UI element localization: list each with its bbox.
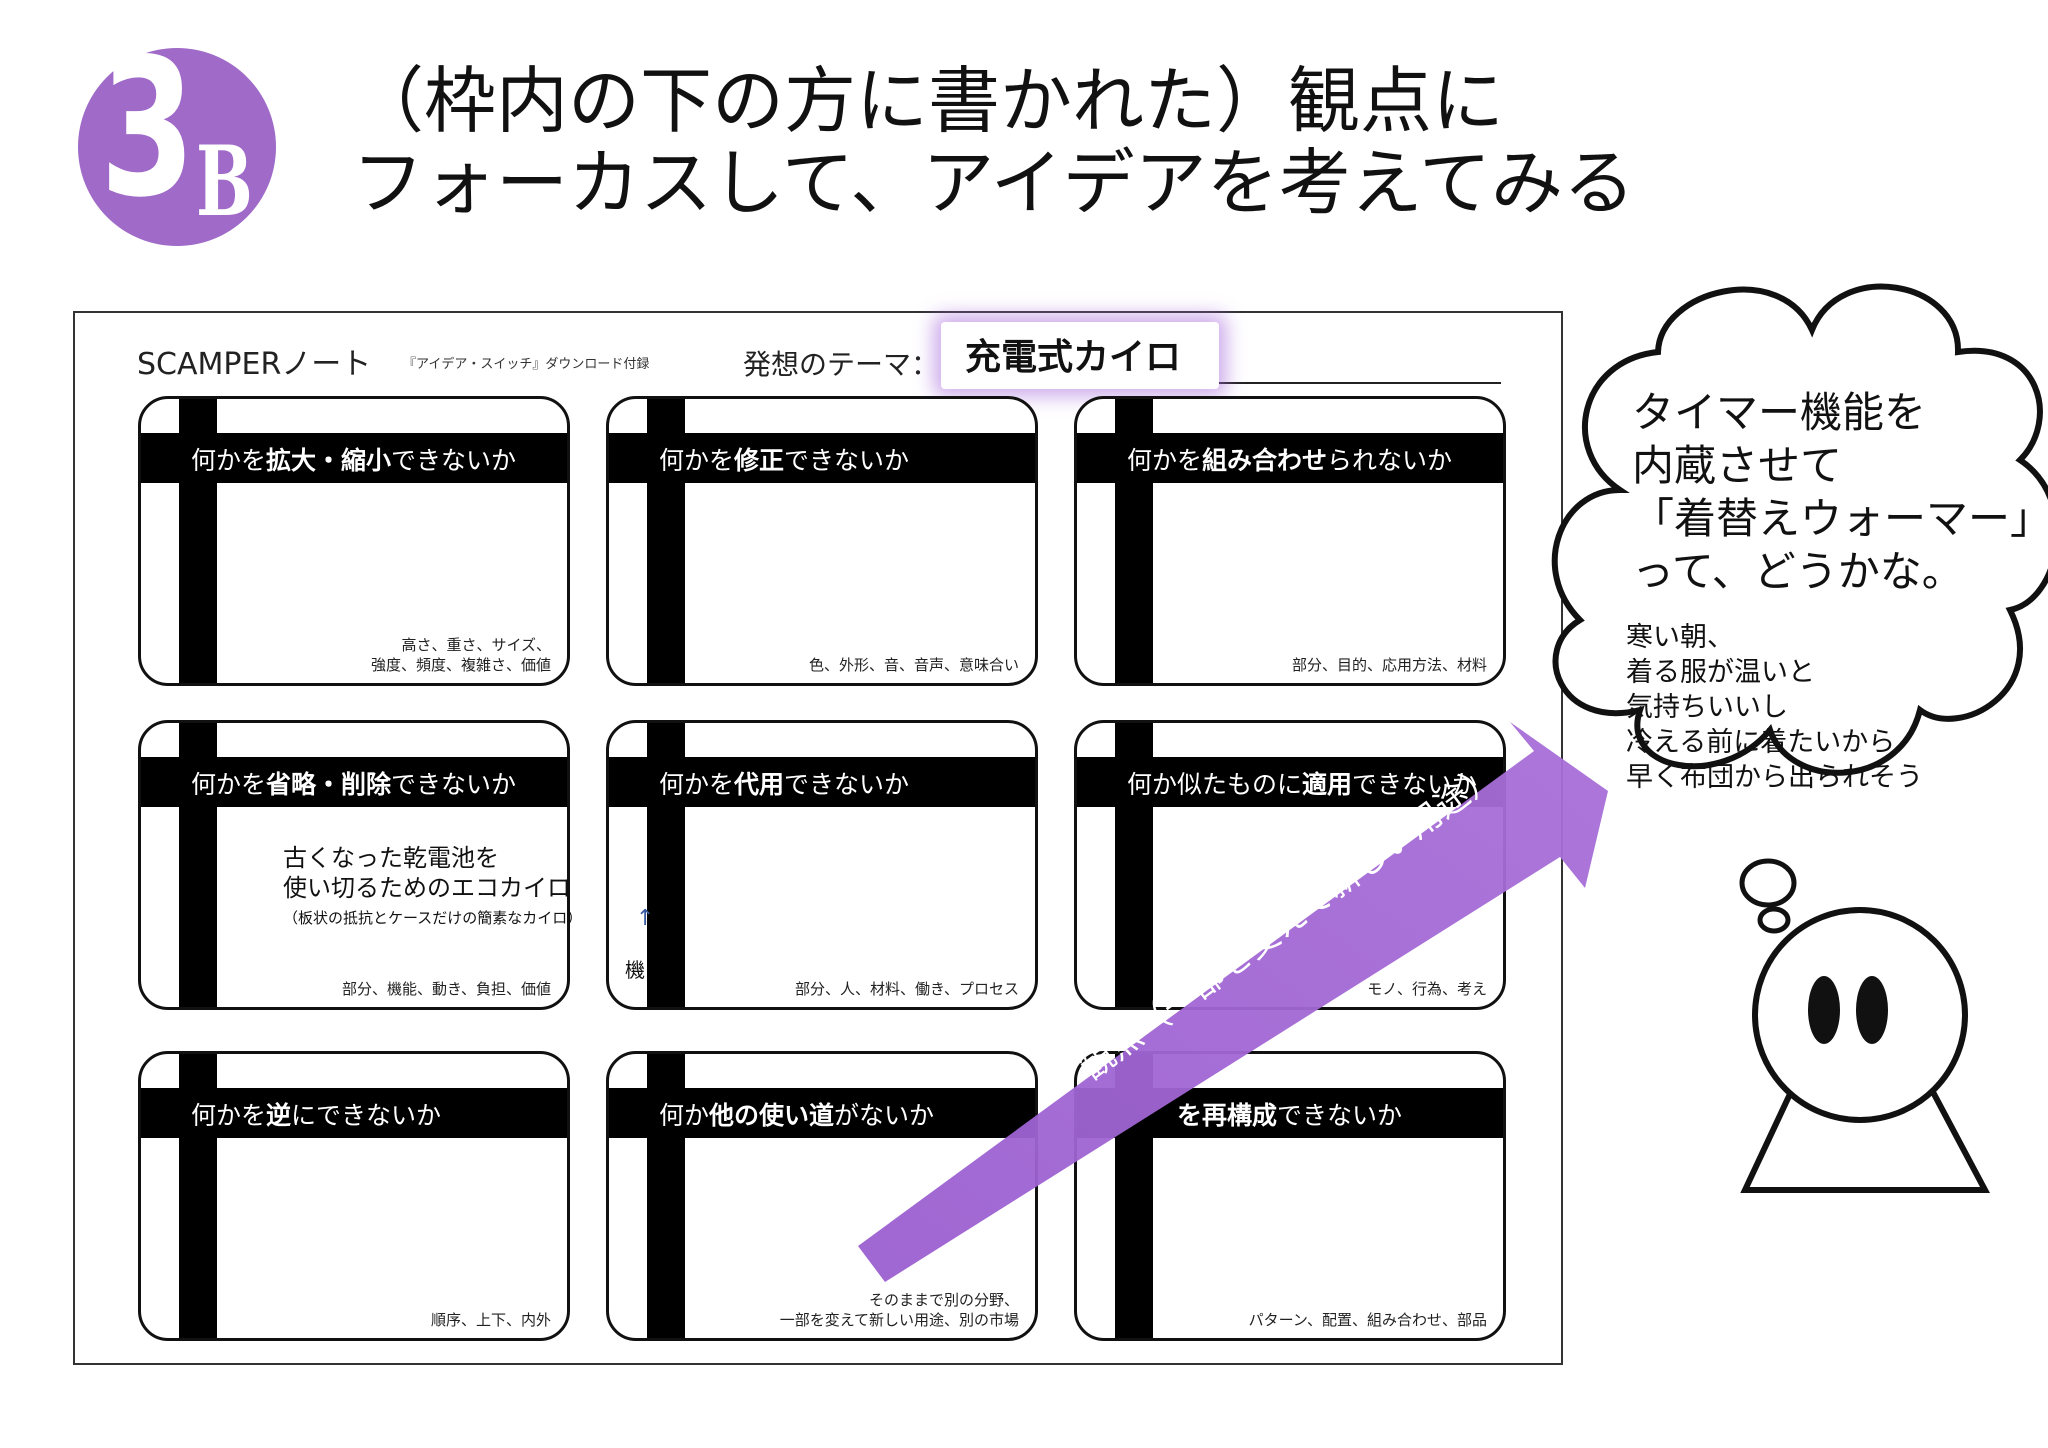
card-hint: 部分、目的、応用方法、材料 (1291, 656, 1487, 674)
card-hint: 部分、機能、動き、負担、価値 (342, 980, 551, 998)
thought-bubble (1551, 283, 2048, 1193)
bubble-sub-text: 寒い朝、 着る服が温いと 気持ちいいし 冷える前に着たいから 早く布団から出られ… (1626, 620, 1923, 795)
page-title-line1: （枠内の下の方に書かれた）観点に (352, 59, 1505, 143)
card-title: 何かを逆にできないか (191, 1101, 442, 1130)
character-left-eye (1808, 976, 1840, 1044)
theme-underline (941, 382, 1501, 384)
card-title: 何か他の使い道がないか (659, 1101, 935, 1130)
bubble-sub4: 冷える前に着たいから (1626, 727, 1896, 758)
bubble-line2: 内蔵させて (1632, 441, 1843, 490)
card-hbar (1077, 433, 1503, 483)
idea-line2: 使い切るためのエコカイロ (283, 874, 571, 902)
sheet-subtitle: 『アイデア・スイッチ』ダウンロード付録 (403, 357, 650, 372)
idea-line1: 古くなった乾電池を (283, 844, 499, 872)
idea-detail: （板状の抵抗とケースだけの簡素なカイロ） (283, 909, 583, 927)
step-badge (78, 48, 276, 246)
card-magnify: 何かを拡大・縮小できないか 高さ、重さ、サイズ、強度、頻度、複雑さ、価値 (138, 396, 570, 686)
card-put-to-other-use: 何か他の使い道がないか そのままで別の分野、一部を変えて新しい用途、別の市場 (606, 1051, 1038, 1341)
bubble-sub3: 気持ちいいし (1626, 692, 1788, 723)
cloud-outline (1551, 283, 2048, 776)
theme-label: 発想のテーマ： (743, 348, 940, 381)
card-hint: そのままで別の分野、一部を変えて新しい用途、別の市場 (779, 1291, 1019, 1329)
thought-dot-small (1757, 906, 1791, 934)
bubble-main-text: タイマー機能を 内蔵させて 「着替えウォーマー」 って、どうかな。 (1632, 386, 2048, 598)
card-reverse: 何かを逆にできないか 順序、上下、内外 (138, 1051, 570, 1341)
page-title-line2: フォーカスして、アイデアを考えてみる (352, 141, 1636, 225)
card-hint: 色、外形、音、音声、意味合い (808, 656, 1019, 674)
bubble-sub5: 早く布団から出られそう (1626, 762, 1923, 793)
card-substitute: 何かを代用できないか 部分、人、材料、働き、プロセス (606, 720, 1038, 1010)
bubble-line4: って、どうかな。 (1632, 547, 1964, 596)
theme-value: 充電式カイロ (965, 336, 1182, 378)
page-title: （枠内の下の方に書かれた）観点に フォーカスして、アイデアを考えてみる (352, 60, 1635, 224)
card-modify: 何かを修正できないか 色、外形、音、音声、意味合い (606, 396, 1038, 686)
idea-fragment: 機 (625, 958, 645, 982)
step-badge-letter: B (196, 125, 253, 238)
card-combine: 何かを組み合わせられないか 部分、目的、応用方法、材料 (1074, 396, 1506, 686)
card-hint: パターン、配置、組み合わせ、部品 (1248, 1311, 1487, 1329)
card-hbar (609, 433, 1035, 483)
card-title: 何かを修正できないか (659, 446, 910, 475)
step-badge-number: 3 (100, 18, 196, 239)
sheet-title: SCAMPERノート (137, 347, 372, 382)
card-hint: モノ、行為、考え (1367, 980, 1487, 998)
bubble-line3: 「着替えウォーマー」 (1632, 494, 2048, 543)
scamper-sheet: SCAMPERノート 『アイデア・スイッチ』ダウンロード付録 発想のテーマ： 充… (73, 311, 1563, 1365)
bubble-sub1: 寒い朝、 (1626, 622, 1734, 653)
bubble-line1: タイマー機能を (1632, 388, 1927, 437)
card-rearrange: を再構成できないか パターン、配置、組み合わせ、部品 (1074, 1051, 1506, 1341)
card-hint: 部分、人、材料、働き、プロセス (795, 980, 1019, 998)
card-title: 何かを代用できないか (659, 770, 910, 799)
card-title: 何かを拡大・縮小できないか (191, 446, 517, 475)
card-title: 何かを組み合わせられないか (1127, 446, 1453, 475)
card-title: を再構成できないか (1177, 1101, 1403, 1130)
card-hint: 順序、上下、内外 (430, 1311, 551, 1329)
card-adapt: 何か似たものに適用できないか モノ、行為、考え (1074, 720, 1506, 1010)
up-arrow-icon: ↑ (636, 906, 655, 931)
card-eliminate: 何かを省略・削除できないか 部分、機能、動き、負担、価値 (138, 720, 570, 1010)
thought-dot-large (1739, 858, 1797, 908)
card-title: 何かを省略・削除できないか (191, 770, 517, 799)
card-hbar (141, 1088, 567, 1138)
card-hbar (141, 757, 567, 807)
card-hint: 高さ、重さ、サイズ、強度、頻度、複雑さ、価値 (370, 636, 551, 674)
idea-note: 古くなった乾電池を 使い切るためのエコカイロ （板状の抵抗とケースだけの簡素なカ… (283, 843, 582, 933)
theme-highlight (941, 322, 1219, 389)
bubble-sub2: 着る服が温いと (1626, 657, 1815, 688)
character-right-eye (1856, 976, 1888, 1044)
card-hbar (141, 433, 567, 483)
